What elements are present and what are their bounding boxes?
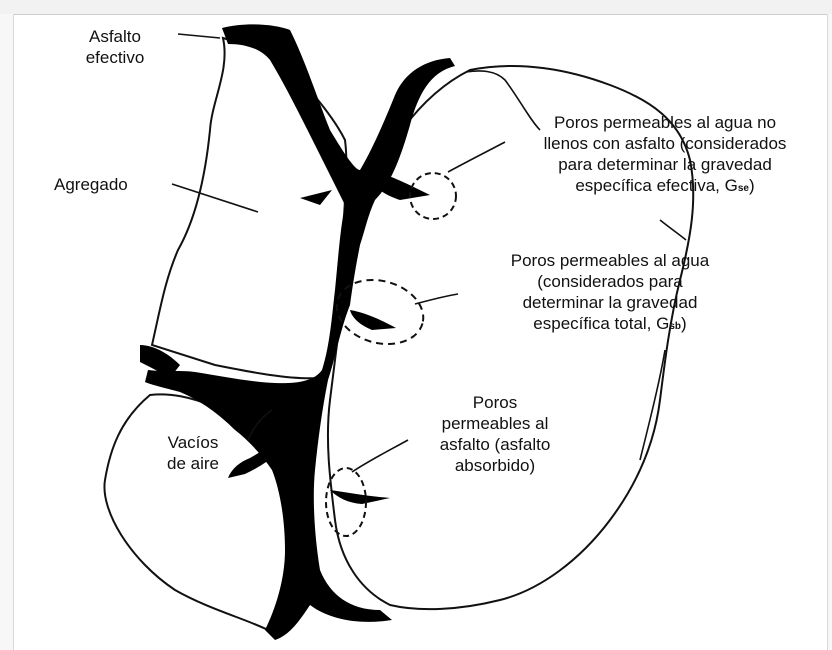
label-poros-no-llenos: Poros permeables al agua no llenos con a…	[505, 112, 825, 199]
label-asfalto-efectivo: Asfalto efectivo	[55, 26, 175, 68]
label-poros-asfalto: Poros permeables al asfalto (asfalto abs…	[415, 392, 575, 476]
label-vacios-aire: Vacíos de aire	[148, 432, 238, 474]
label-agregado: Agregado	[54, 174, 128, 195]
aggregate-upper-left	[152, 38, 348, 378]
label-poros-agua: Poros permeables al agua (considerados p…	[470, 250, 750, 337]
